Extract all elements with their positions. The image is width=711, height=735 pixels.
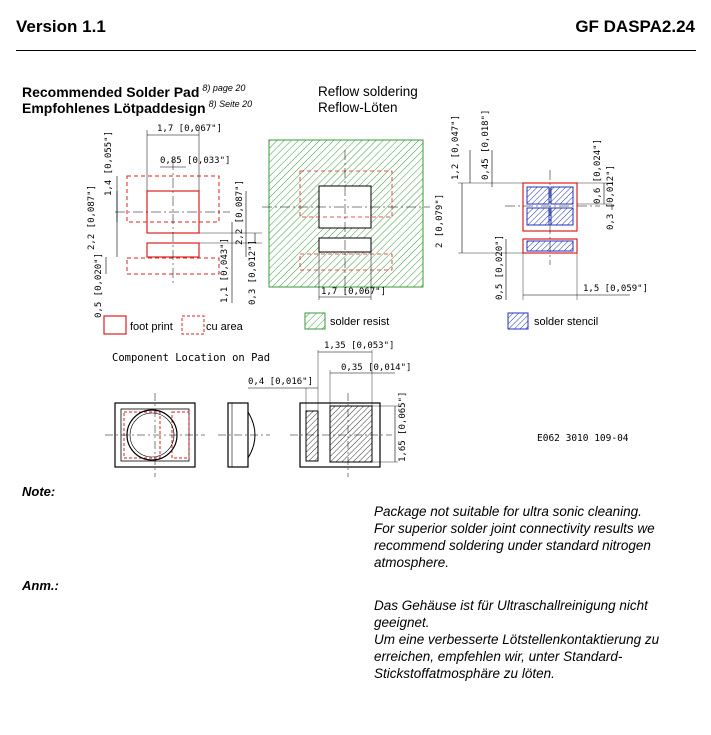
dim-right-height: 2,2 [0,087"]	[235, 180, 245, 245]
dim-stencil-top: 1,2 [0,047"]	[451, 115, 461, 180]
solder-resist-view: 1,7 [0,067"]	[262, 139, 430, 300]
drawing-number: E062 3010 109-04	[537, 433, 629, 444]
dim-stencil-aperture: 0,45 [0,018"]	[481, 110, 491, 180]
legend-footprint-label: foot print	[130, 321, 173, 333]
legend-resist-swatch	[304, 312, 326, 330]
legend-resist-label: solder resist	[330, 316, 389, 328]
anm-text: Das Gehäuse ist für Ultraschallreinigung…	[374, 598, 660, 681]
dim-cu-height: 1,4 [0,055"]	[104, 131, 114, 196]
dim-bottom-gap: 0,35 [0,014"]	[341, 363, 411, 373]
legend-footprint-swatch	[103, 315, 127, 335]
stencil-aperture-2	[550, 186, 574, 205]
process-de: Reflow-Löten	[318, 100, 398, 115]
stencil-aperture-1	[526, 186, 550, 205]
legend-stencil-swatch	[507, 312, 529, 330]
dim-cu-offset: 1,1 [0,043"]	[220, 238, 230, 303]
stencil-aperture-4	[550, 207, 574, 226]
dim-stencil-gap: 0,3 [0,012"]	[606, 165, 616, 230]
dim-footprint-width: 1,7 [0,067"]	[157, 124, 222, 134]
dim-pad-inner: 0,85 [0,033"]	[160, 156, 230, 166]
note-text: Package not suitable for ultra sonic cle…	[374, 504, 655, 570]
dim-stencil-width: 1,5 [0,059"]	[583, 284, 648, 294]
stencil-aperture-3	[526, 207, 550, 226]
title-en-ref: 8) page 20	[202, 83, 246, 93]
dim-stencil-row: 0,6 [0,024"]	[593, 139, 603, 204]
legend-cu-swatch	[181, 315, 205, 335]
legend: foot print cu area solder resist solder …	[103, 312, 598, 335]
dim-bottom-height: 1,65 [0,065"]	[398, 392, 408, 462]
header-divider	[16, 50, 696, 51]
dim-stencil-height: 2 [0,079"]	[435, 194, 445, 248]
component-location-title: Component Location on Pad	[112, 352, 270, 364]
solder-stencil-view: 1,2 [0,047"] 0,45 [0,018"] 2 [0,079"] 0,…	[435, 110, 648, 300]
legend-cu-label: cu area	[206, 321, 244, 333]
legend-stencil-label: solder stencil	[534, 316, 598, 328]
title-de-ref: 8) Seite 20	[208, 99, 253, 109]
dim-bottom-offset: 0,4 [0,016"]	[248, 377, 313, 387]
component-side-view	[218, 402, 270, 468]
version-label: Version 1.1	[16, 17, 106, 36]
process-en: Reflow soldering	[318, 84, 418, 99]
component-top-view	[105, 393, 205, 477]
dim-bottom-width: 1,35 [0,053"]	[324, 341, 394, 351]
dim-total-height: 2,2 [0,087"]	[87, 185, 97, 250]
dim-stencil-bottom: 0,5 [0,020"]	[495, 235, 505, 300]
note-label: Note:	[22, 484, 56, 499]
footprint-view: 1,7 [0,067"] 0,85 [0,033"] 1,4 [0,055"] …	[87, 124, 262, 318]
dim-bottom-gap: 0,5 [0,020"]	[94, 253, 104, 318]
part-number: GF DASPA2.24	[575, 17, 695, 36]
anm-label: Anm.:	[22, 578, 59, 593]
dim-resist-width: 1,7 [0,067"]	[321, 287, 386, 297]
component-bottom-view: 1,35 [0,053"] 0,35 [0,014"] 0,4 [0,016"]…	[248, 341, 411, 477]
dim-pad-gap: 0,3 [0,012"]	[248, 240, 258, 305]
